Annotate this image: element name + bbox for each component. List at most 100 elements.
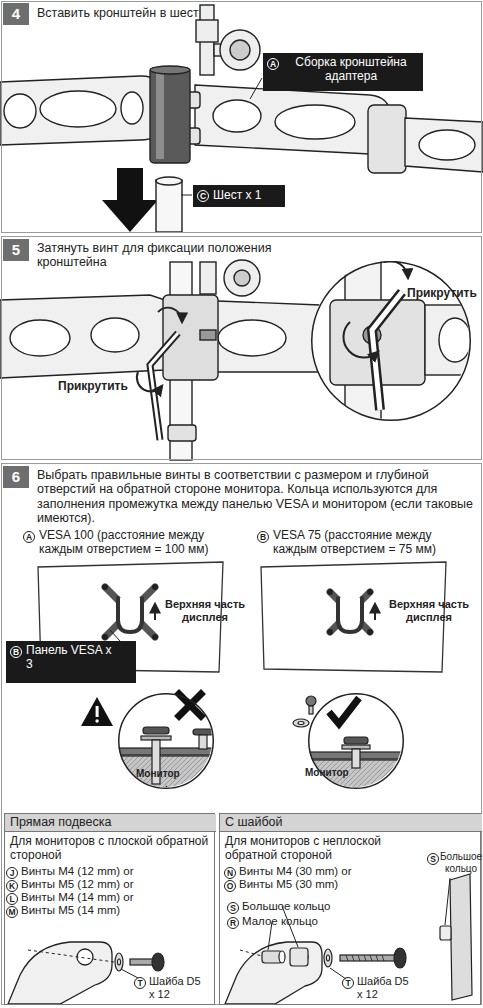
bracket-profile bbox=[225, 942, 322, 1004]
part-label: Винты M4 (12 mm) or bbox=[21, 865, 134, 878]
up-arrow bbox=[374, 604, 376, 620]
vesa-plate bbox=[102, 634, 108, 640]
circle-letter: O bbox=[224, 880, 236, 892]
step-number: 5 bbox=[3, 241, 29, 258]
vesa-heading: VESA 100 (расстояние между каждым отверс… bbox=[39, 529, 229, 557]
circle-letter: A bbox=[23, 531, 35, 543]
insert-arrow bbox=[102, 168, 158, 232]
bracket-arm bbox=[4, 94, 36, 128]
pole-clamp bbox=[200, 330, 216, 340]
part-label: Малое кольцо bbox=[242, 915, 318, 928]
pole bbox=[168, 425, 196, 441]
pole bbox=[156, 180, 182, 232]
magnified-detail bbox=[310, 250, 483, 430]
detail-circle: Монитор bbox=[118, 693, 214, 789]
circle-letter: N bbox=[224, 867, 236, 879]
washer-and-screw bbox=[130, 959, 154, 965]
bracket-arm bbox=[0, 295, 320, 378]
monitor-label: Монитор bbox=[136, 768, 196, 780]
bracket-arm bbox=[91, 318, 139, 352]
part-label: Большое кольцо bbox=[242, 900, 330, 913]
orientation-note: Верхняя часть дисплея bbox=[379, 598, 479, 623]
monitor-back bbox=[450, 874, 472, 1000]
bracket-arm bbox=[213, 100, 261, 132]
step-panel: Вставить кронштейн в шест4AСборка кроншт… bbox=[1, 1, 482, 233]
callout-text: Сборка кронштейна адаптера bbox=[283, 56, 419, 84]
leader-line bbox=[110, 630, 120, 641]
callout-box: BПанель VESA x 3 bbox=[6, 641, 136, 683]
vesa-plate bbox=[102, 584, 108, 590]
vesa-plate bbox=[338, 598, 362, 632]
instruction-label: Прикрутить bbox=[58, 380, 128, 394]
vesa-heading: VESA 75 (расстояние между каждым отверст… bbox=[273, 529, 473, 557]
pole bbox=[156, 177, 182, 232]
bracket-arm bbox=[368, 105, 406, 173]
instruction-label: Прикрутить bbox=[407, 287, 483, 301]
circle-letter: M bbox=[6, 906, 18, 918]
pole-clamp bbox=[150, 66, 190, 163]
bracket-arm bbox=[195, 85, 390, 154]
panel-header: С шайбой bbox=[220, 814, 482, 832]
up-arrow bbox=[154, 604, 156, 620]
vesa-plate bbox=[367, 589, 373, 595]
vesa-plate bbox=[102, 584, 158, 640]
pole-clamp bbox=[234, 270, 250, 286]
wrong-mount-detail bbox=[117, 692, 213, 788]
adapter-mount bbox=[196, 20, 218, 42]
magnified-detail bbox=[372, 292, 402, 410]
vesa-plate bbox=[327, 589, 333, 595]
circle-outline bbox=[311, 261, 471, 421]
detail-circle: Монитор bbox=[308, 693, 404, 789]
circle-letter: C bbox=[197, 190, 209, 202]
step-panel: Выбрать правильные винты в соответствии … bbox=[1, 463, 482, 1005]
check-mark bbox=[329, 698, 359, 724]
warning-sign bbox=[96, 706, 99, 717]
magnified-detail bbox=[310, 260, 470, 420]
orientation-note: Верхняя часть дисплея bbox=[159, 598, 251, 623]
step-number-box: 6 bbox=[3, 466, 29, 488]
washer-and-screw bbox=[118, 959, 121, 965]
bracket-profile bbox=[8, 942, 112, 1004]
step-heading: Затянуть винт для фиксации положения кро… bbox=[37, 241, 322, 270]
circle-letter: L bbox=[6, 893, 18, 905]
circle-letter: A bbox=[267, 58, 279, 70]
bracket-arm bbox=[40, 91, 116, 127]
circle-letter: B bbox=[10, 646, 22, 658]
monitor-label: Монитор bbox=[305, 767, 365, 779]
circle-letter: R bbox=[227, 917, 239, 929]
warning-sign bbox=[81, 697, 113, 726]
rings-washer-screw bbox=[394, 948, 406, 968]
callout-box: A Сборка кронштейна адаптера bbox=[263, 53, 423, 91]
circle-letter: J bbox=[6, 867, 18, 879]
wrong-mount-detail bbox=[199, 735, 207, 749]
pole-clamp bbox=[150, 66, 190, 74]
circle-letter: S bbox=[227, 902, 239, 914]
magnifier-circle: Прикрутить bbox=[311, 261, 471, 421]
pole-clamp bbox=[156, 73, 164, 159]
correct-mount-detail bbox=[302, 692, 408, 796]
step-heading: Вставить кронштейн в шест bbox=[37, 6, 457, 20]
step-panel: Затянуть винт для фиксации положения кро… bbox=[1, 236, 482, 460]
bracket-arm bbox=[419, 130, 475, 160]
part-label: Шайба D5 x 12 bbox=[149, 975, 205, 1000]
washer-and-screw bbox=[152, 953, 164, 971]
bracket-arm bbox=[405, 118, 483, 172]
circle-letter: T bbox=[342, 977, 354, 989]
panel-header: Прямая подвеска bbox=[5, 814, 216, 832]
panel-note: Для мониторов с неплоской обратной сторо… bbox=[225, 835, 425, 863]
screw-icon bbox=[293, 719, 309, 727]
step-number: 6 bbox=[3, 468, 29, 485]
leader-line bbox=[268, 878, 450, 979]
rings-washer-screw bbox=[262, 948, 406, 968]
pole-clamp bbox=[224, 260, 260, 296]
callout-text: Шест x 1 bbox=[213, 189, 283, 203]
wrong-mount-detail bbox=[112, 756, 218, 796]
rings-washer-screw bbox=[340, 955, 396, 961]
vesa-plate bbox=[152, 634, 158, 640]
part-label: Винты M5 (12 mm) or bbox=[21, 878, 134, 891]
screw-icon bbox=[306, 696, 316, 706]
washer-and-screw bbox=[115, 953, 164, 971]
correct-mount-detail bbox=[352, 749, 360, 768]
rings-washer-screw bbox=[290, 948, 308, 966]
